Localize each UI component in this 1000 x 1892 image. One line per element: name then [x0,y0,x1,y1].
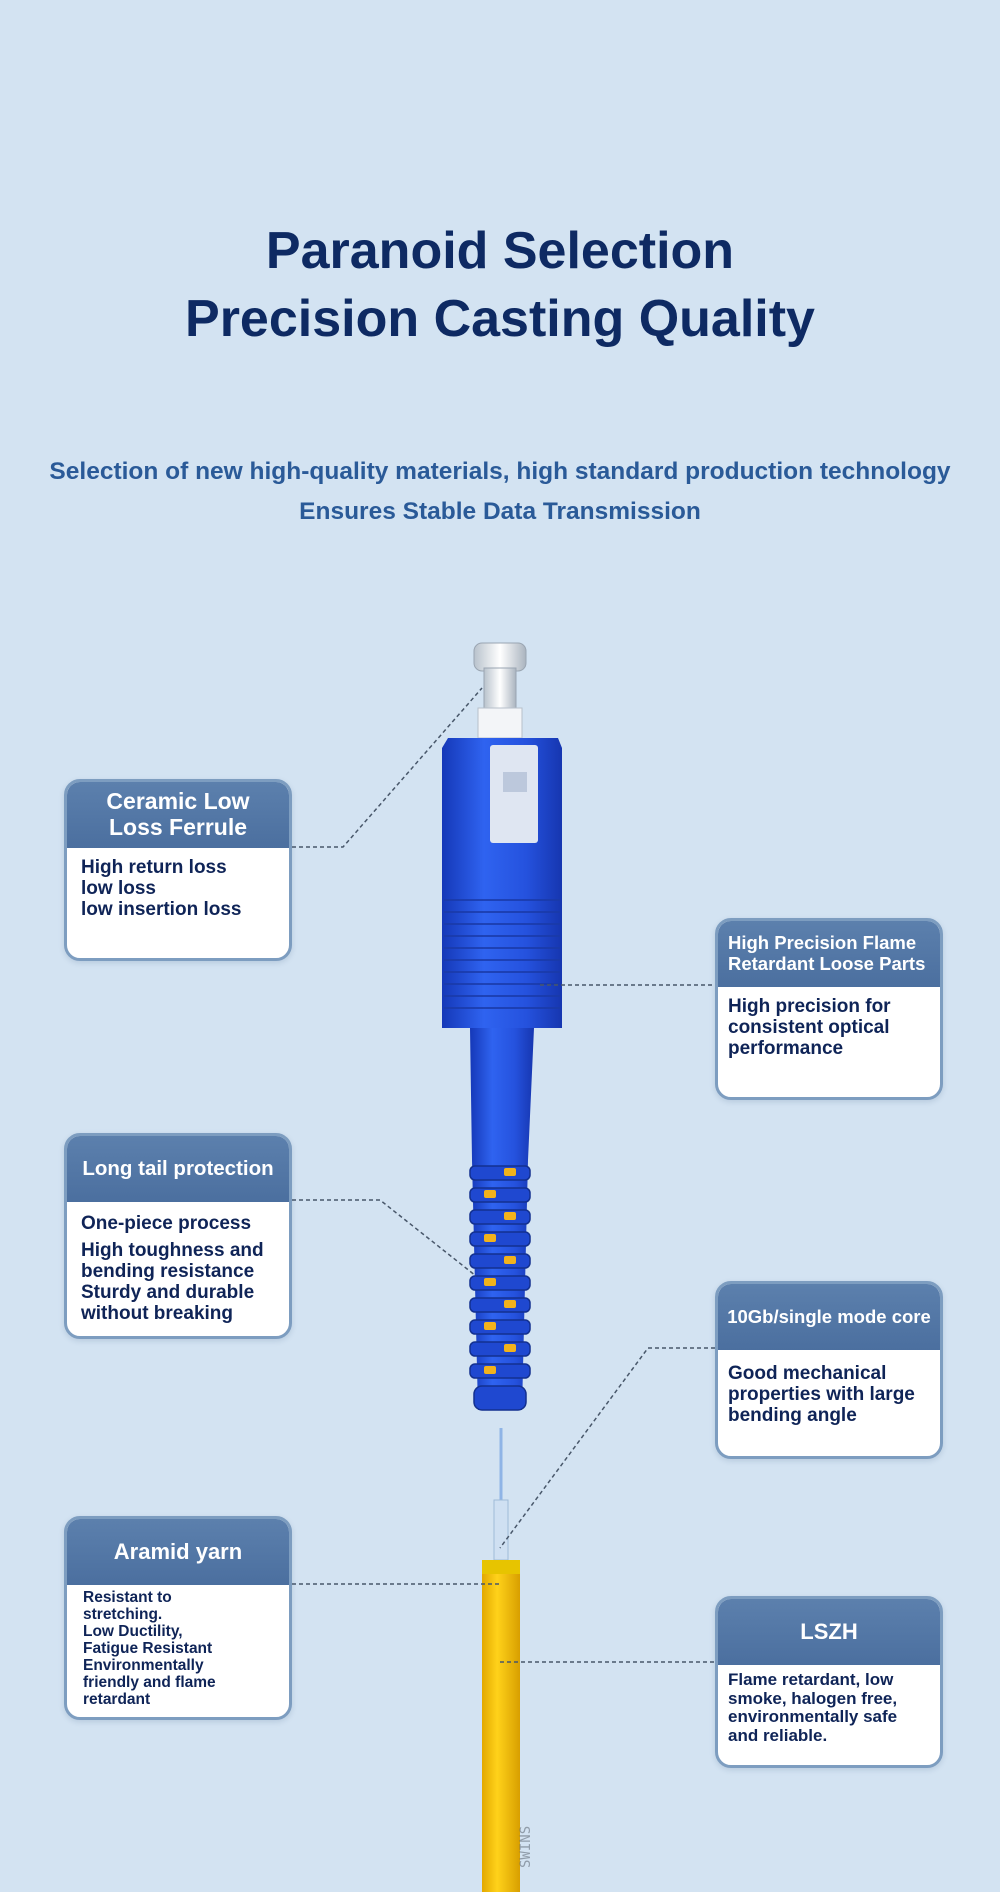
card-ceramic-title-line1: Ceramic Low [106,788,250,815]
card-lszh-body: Flame retardant, low smoke, halogen free… [718,1665,940,1746]
card-aramid-line: stretching. [83,1606,163,1624]
card-ceramic-line: low insertion loss [81,898,242,920]
card-aramid-body: Resistant to stretching. Low Ductility, … [67,1585,289,1708]
card-ceramic-title: Ceramic Low Loss Ferrule [67,782,289,848]
card-flame-title-line1: High Precision Flame [728,932,917,954]
page-title-line1: Paranoid Selection [265,222,735,280]
card-flame-retardant: High Precision Flame Retardant Loose Par… [715,918,943,1100]
card-aramid-line: Low Ductility, [83,1623,183,1641]
card-lszh-line: and reliable. [728,1726,828,1746]
card-core-line: bending angle [728,1404,857,1426]
yellow-cable: SWINS [482,1560,534,1892]
subtitle-line1: Selection of new high-quality materials,… [49,458,951,485]
card-tail-line: Sturdy and durable [81,1281,255,1303]
connector-housing [442,738,562,1028]
card-aramid-line: friendly and flame [83,1674,216,1692]
ceramic-ferrule [473,642,527,739]
card-single-mode-core: 10Gb/single mode core Good mechanical pr… [715,1281,943,1459]
card-aramid-line: retardant [83,1691,151,1709]
card-aramid-line: Fatigue Resistant [83,1640,213,1658]
card-flame-line: performance [728,1037,844,1059]
card-lszh-line: Flame retardant, low [728,1670,894,1689]
card-ceramic-line: High return loss [81,857,227,878]
card-aramid-line: Resistant to [83,1589,172,1606]
card-aramid-title: Aramid yarn [67,1519,289,1585]
card-tail-line: One-piece process [81,1213,252,1234]
card-lszh-line: smoke, halogen free, [728,1688,898,1708]
card-aramid-line: Environmentally [83,1657,204,1675]
subtitle-line2: Ensures Stable Data Transmission [299,498,701,525]
card-flame-title-line2: Retardant Loose Parts [728,953,926,974]
leader-lines [292,687,715,1663]
card-core-body: Good mechanical properties with large be… [718,1350,940,1427]
svg-text:SWINS: SWINS [518,1826,534,1868]
card-lszh-title: LSZH [718,1599,940,1665]
card-ceramic-ferrule: Ceramic Low Loss Ferrule High return los… [64,779,292,961]
card-ceramic-line: low loss [81,877,156,899]
card-flame-line: High precision for [728,996,891,1017]
card-tail-line: without breaking [81,1302,233,1324]
card-ceramic-title-line2: Loss Ferrule [108,814,248,840]
card-lszh: LSZH Flame retardant, low smoke, halogen… [715,1596,943,1768]
card-core-line: Good mechanical [728,1363,887,1384]
page-title-line2: Precision Casting Quality [185,290,815,348]
card-flame-line: consistent optical [728,1016,890,1038]
card-tail-title: Long tail protection [67,1136,289,1202]
card-aramid-yarn: Aramid yarn Resistant to stretching. Low… [64,1516,292,1720]
card-core-title: 10Gb/single mode core [718,1284,940,1350]
card-tail-line: High toughness and [81,1239,264,1261]
card-lszh-line: environmentally safe [728,1707,898,1727]
card-flame-body: High precision for consistent optical pe… [718,987,940,1060]
card-tail-line: bending resistance [81,1260,255,1282]
fiber-core [493,1428,509,1561]
card-flame-title: High Precision Flame Retardant Loose Par… [718,921,940,987]
card-ceramic-body: High return loss low loss low insertion … [67,848,289,921]
card-long-tail: Long tail protection One-piece process H… [64,1133,292,1339]
tail-boot [469,1028,534,1411]
card-core-line: properties with large [728,1383,915,1405]
card-tail-body: One-piece process High toughness and ben… [67,1202,289,1324]
